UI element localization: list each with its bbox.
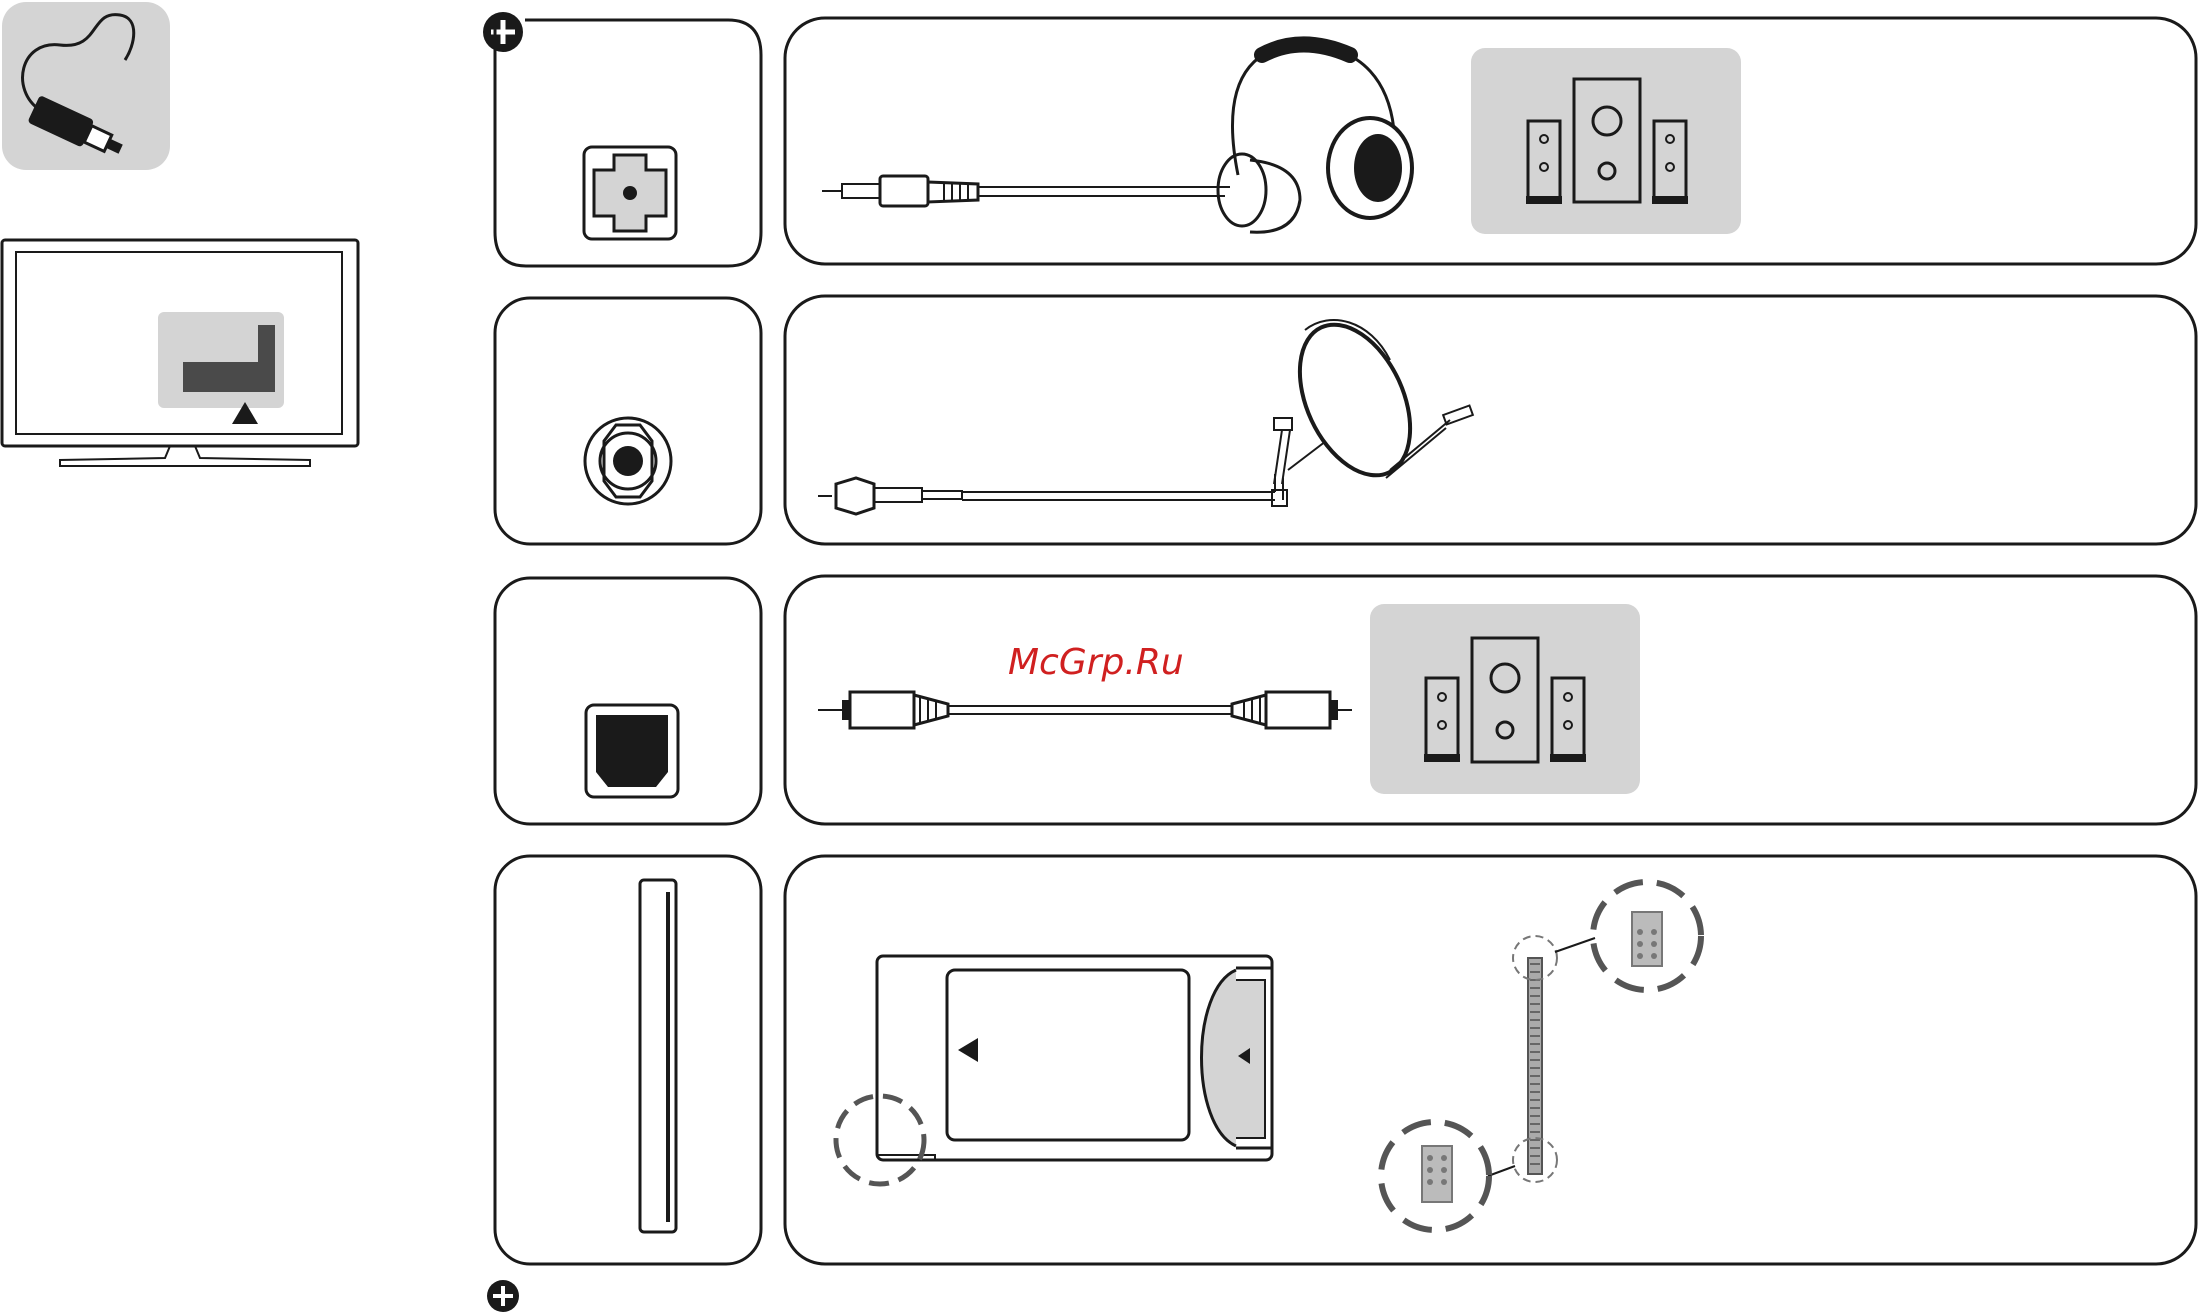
headphones-icon — [822, 44, 1412, 232]
cable-plug-icon — [2, 2, 170, 170]
row-optical: McGrp.Ru — [495, 576, 2196, 824]
row-satellite — [495, 296, 2196, 544]
satellite-dish-icon — [818, 307, 1473, 514]
ci-slot-icon — [640, 880, 676, 1232]
watermark: McGrp.Ru — [1008, 642, 1184, 683]
headphone-jack-icon — [584, 147, 676, 239]
tv-icon — [2, 240, 358, 466]
row-headphones — [495, 18, 2196, 266]
speaker-system-icon — [1471, 48, 1741, 234]
ci-pins-detail-icon — [1381, 882, 1701, 1230]
plus-icon — [483, 12, 523, 52]
optical-port-icon — [586, 705, 678, 797]
ci-module-icon — [836, 956, 1272, 1184]
plus-icon — [487, 1280, 519, 1312]
satellite-socket-icon — [585, 418, 671, 504]
optical-cable-icon — [818, 692, 1352, 728]
speaker-system-icon — [1370, 604, 1640, 794]
row-common-interface — [495, 856, 2196, 1264]
